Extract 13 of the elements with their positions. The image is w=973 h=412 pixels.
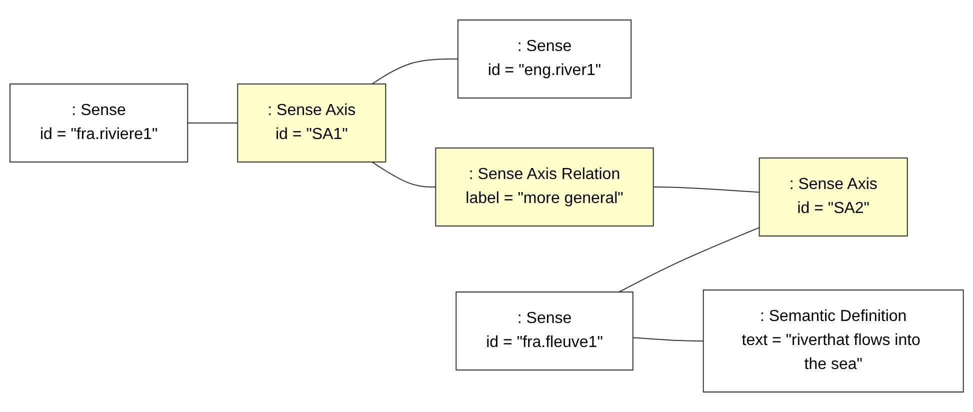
node-box: : Sense id = "fra.riviere1": [9, 84, 188, 162]
node-box: : Sense id = "fra.fleuve1": [455, 292, 634, 370]
node-box: : Sense Axis id = "SA1": [236, 84, 386, 162]
connector: [632, 337, 704, 342]
connector: [618, 227, 760, 292]
connector: [652, 186, 760, 193]
node-box: : Sense Axis id = "SA2": [758, 158, 908, 236]
node-box: : Sense id = "eng.river1": [457, 20, 632, 98]
connector: [186, 122, 238, 124]
connector: [371, 58, 458, 84]
node-box: : Semantic Definition text = "riverthat flows into the sea": [702, 290, 964, 392]
connector: [371, 162, 436, 188]
node-box: : Sense Axis Relation label = "more general": [435, 148, 654, 226]
